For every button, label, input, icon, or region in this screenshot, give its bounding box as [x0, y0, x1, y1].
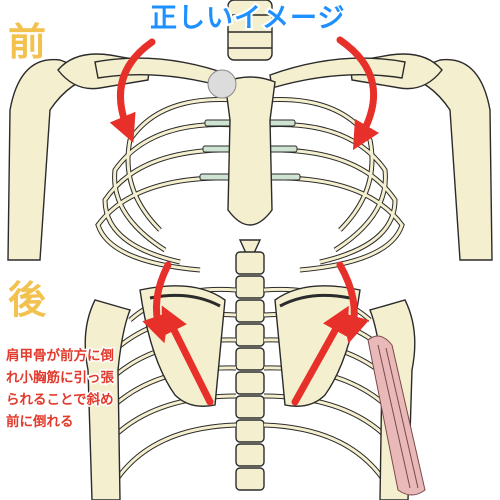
- curved-arrow-icon: [142, 261, 172, 344]
- explanation-caption: 肩甲骨が前方に倒 れ小胸筋に引っ張 られることで斜め 前に倒れる: [5, 345, 156, 433]
- front-sternum: [224, 76, 276, 226]
- back-arrows: [142, 261, 370, 406]
- page-title: 正しいイメージ: [148, 1, 346, 36]
- front-skeleton: [7, 0, 493, 273]
- curved-arrow-icon: [336, 261, 370, 344]
- front-view-label: 前: [6, 20, 47, 64]
- straight-arrow-icon: [161, 305, 214, 406]
- front-left-humerus: [7, 58, 103, 261]
- front-costal-cartilage: [199, 119, 301, 181]
- curved-arrow-icon: [109, 38, 156, 143]
- caption-line: 肩甲骨が前方に倒: [5, 347, 116, 366]
- front-right-humerus: [397, 58, 493, 261]
- caption-line: られることで斜め: [5, 391, 116, 410]
- caption-line: 前に倒れる: [5, 413, 76, 432]
- front-xiphoid: [238, 239, 262, 264]
- back-view-label: 後: [6, 278, 47, 322]
- front-arrows: [109, 36, 380, 151]
- curved-arrow-icon: [336, 36, 380, 151]
- back-left-humerus: [84, 299, 131, 500]
- pectoralis-minor-muscle: [367, 335, 426, 496]
- back-spine: [235, 251, 265, 491]
- sternoclavicular-joint: [207, 69, 237, 99]
- caption-line: れ小胸筋に引っ張: [5, 369, 116, 388]
- straight-arrow-icon: [291, 305, 349, 406]
